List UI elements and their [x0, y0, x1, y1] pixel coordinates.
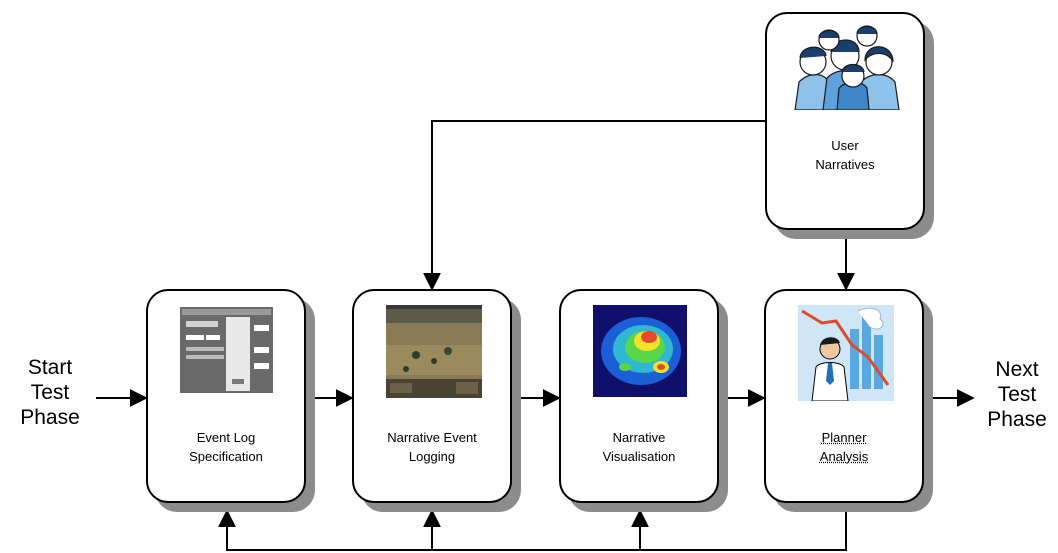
heatmap-thumbnail: [593, 305, 687, 397]
event-log-label: Event Log Specification: [189, 430, 263, 464]
planner-analysis-box: Planner Analysis: [764, 289, 924, 503]
group-of-people-clipart: [794, 25, 900, 110]
narrative-visualisation-label: Narrative Visualisation: [602, 430, 676, 464]
game-scene-thumbnail: [386, 305, 482, 398]
ui-screenshot-thumbnail: [180, 307, 273, 393]
narrative-event-logging-box: Narrative Event Logging: [352, 289, 512, 503]
arrow-user-narratives-to-narrative-event: [423, 120, 765, 291]
event-log-specification-box: Event Log Specification: [146, 289, 306, 503]
feedback-loop-line: [218, 509, 847, 551]
narrative-event-label: Narrative Event Logging: [387, 430, 477, 464]
analyst-with-chart-clipart: [798, 305, 894, 401]
narrative-visualisation-box: Narrative Visualisation: [559, 289, 719, 503]
user-narratives-box: User Narratives: [765, 12, 925, 230]
planner-analysis-label: Planner Analysis: [819, 430, 869, 464]
user-narratives-label: User Narratives: [815, 138, 875, 172]
start-test-phase-label: Start Test Phase: [20, 356, 80, 429]
next-test-phase-label: Next Test Phase: [987, 358, 1047, 431]
